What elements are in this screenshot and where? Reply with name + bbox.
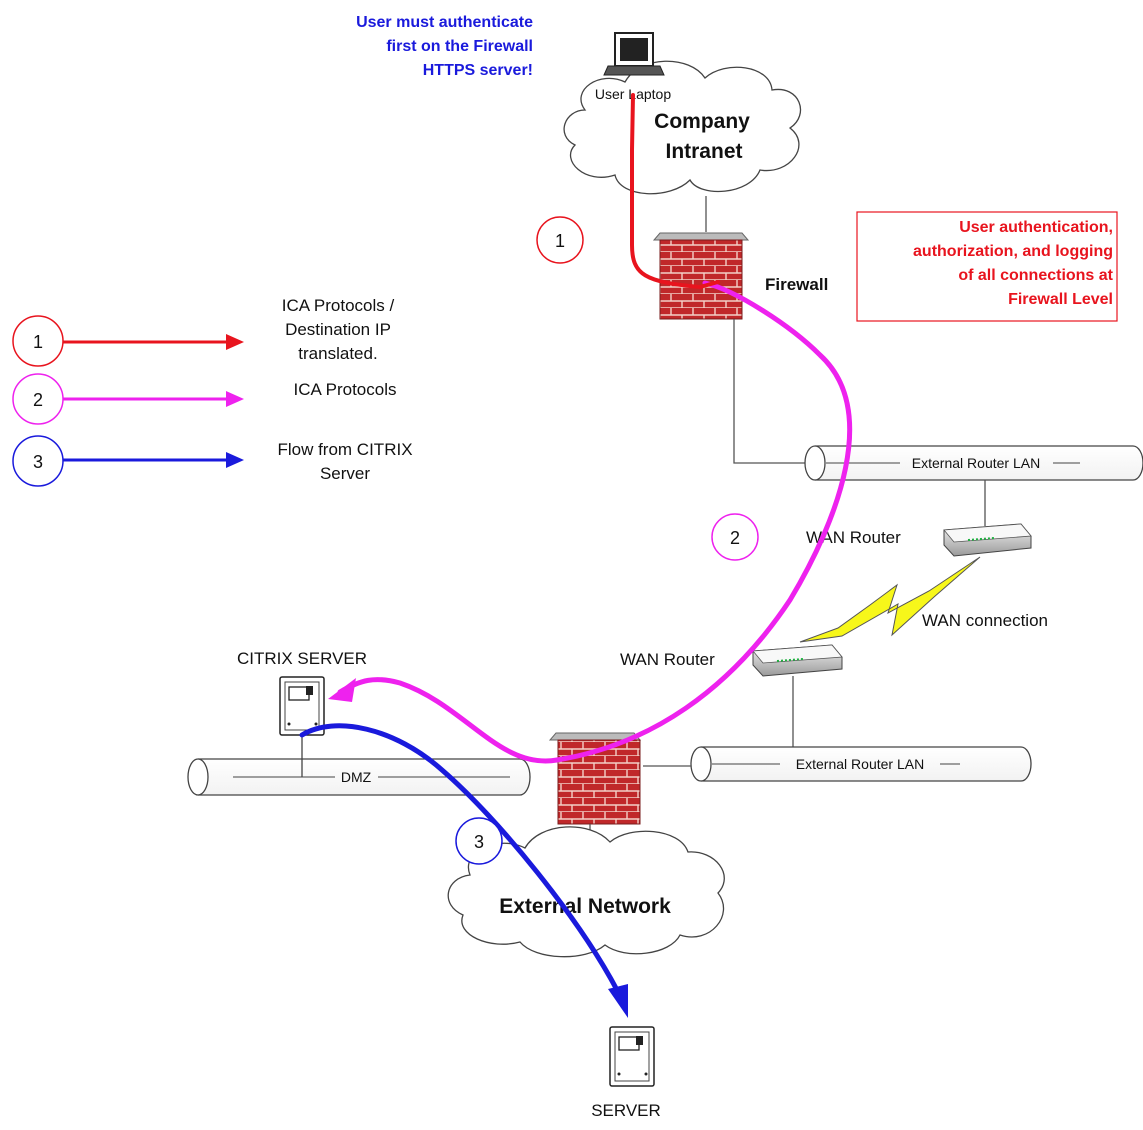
firewall-icon-bottom bbox=[548, 732, 642, 825]
svg-text:3: 3 bbox=[474, 832, 484, 852]
svg-text:2: 2 bbox=[33, 390, 43, 410]
legend: 1 ICA Protocols / Destination IP transla… bbox=[12, 296, 413, 487]
svg-text:3: 3 bbox=[33, 452, 43, 472]
wan-lightning-icon bbox=[799, 556, 981, 643]
marker-1: 1 bbox=[536, 216, 584, 264]
svg-text:translated.: translated. bbox=[298, 344, 377, 363]
server-label: SERVER bbox=[591, 1101, 661, 1120]
legend-item-1: 1 ICA Protocols / Destination IP transla… bbox=[12, 296, 395, 367]
legend-item-3: 3 Flow from CITRIX Server bbox=[12, 435, 413, 487]
flow-1-path bbox=[630, 93, 720, 290]
svg-text:of all connections at: of all connections at bbox=[958, 267, 1113, 284]
svg-text:DMZ: DMZ bbox=[341, 769, 372, 785]
flow-3-arrowhead bbox=[608, 984, 628, 1018]
svg-text:Server: Server bbox=[320, 464, 370, 483]
flow-2-arrowhead bbox=[328, 678, 356, 702]
laptop-icon bbox=[603, 32, 665, 76]
svg-text:1: 1 bbox=[33, 332, 43, 352]
wan-router-label-bottom: WAN Router bbox=[620, 650, 715, 669]
svg-text:HTTPS server!: HTTPS server! bbox=[423, 62, 533, 79]
firewall-label: Firewall bbox=[765, 275, 828, 294]
svg-text:External Router LAN: External Router LAN bbox=[912, 455, 1040, 471]
svg-text:Company: Company bbox=[654, 110, 750, 133]
svg-text:first on the Firewall: first on the Firewall bbox=[386, 38, 533, 55]
external-router-lan-bottom: External Router LAN bbox=[690, 746, 1032, 782]
svg-text:ICA Protocols /: ICA Protocols / bbox=[282, 296, 395, 315]
router-icon-top bbox=[943, 523, 1032, 557]
marker-2: 2 bbox=[711, 513, 759, 561]
dmz-segment: DMZ bbox=[187, 758, 531, 796]
svg-text:1: 1 bbox=[555, 231, 565, 251]
svg-text:User authentication,: User authentication, bbox=[959, 219, 1113, 236]
company-intranet-cloud: Company Intranet bbox=[563, 60, 802, 195]
svg-text:ICA Protocols: ICA Protocols bbox=[294, 380, 397, 399]
firewall-lan-link bbox=[733, 319, 807, 464]
flow-2-path bbox=[337, 280, 853, 764]
svg-text:External Network: External Network bbox=[499, 895, 671, 918]
wan-router-label-top: WAN Router bbox=[806, 528, 901, 547]
external-network-cloud: External Network bbox=[447, 826, 725, 958]
router-icon-bottom bbox=[752, 644, 843, 677]
wan-connection-label: WAN connection bbox=[922, 611, 1048, 630]
svg-text:authorization, and logging: authorization, and logging bbox=[913, 243, 1113, 260]
legend-item-2: 2 ICA Protocols bbox=[12, 373, 397, 425]
citrix-server-label: CITRIX SERVER bbox=[237, 649, 367, 668]
svg-text:2: 2 bbox=[730, 528, 740, 548]
authentication-note: User must authenticate first on the Fire… bbox=[356, 14, 533, 79]
svg-text:External Router LAN: External Router LAN bbox=[796, 756, 924, 772]
svg-text:Flow from CITRIX: Flow from CITRIX bbox=[277, 440, 412, 459]
server-icon bbox=[609, 1026, 655, 1087]
svg-text:Intranet: Intranet bbox=[665, 140, 742, 163]
external-router-lan-top: External Router LAN bbox=[804, 445, 1143, 481]
svg-text:Destination IP: Destination IP bbox=[285, 320, 391, 339]
svg-text:Firewall Level: Firewall Level bbox=[1008, 291, 1113, 308]
marker-3: 3 bbox=[455, 817, 503, 865]
firewall-icon-top bbox=[652, 232, 750, 320]
citrix-server-icon bbox=[279, 676, 325, 736]
firewall-auth-note: User authentication, authorization, and … bbox=[856, 211, 1118, 322]
flow-3-path bbox=[299, 723, 620, 993]
svg-text:User must authenticate: User must authenticate bbox=[356, 14, 533, 31]
